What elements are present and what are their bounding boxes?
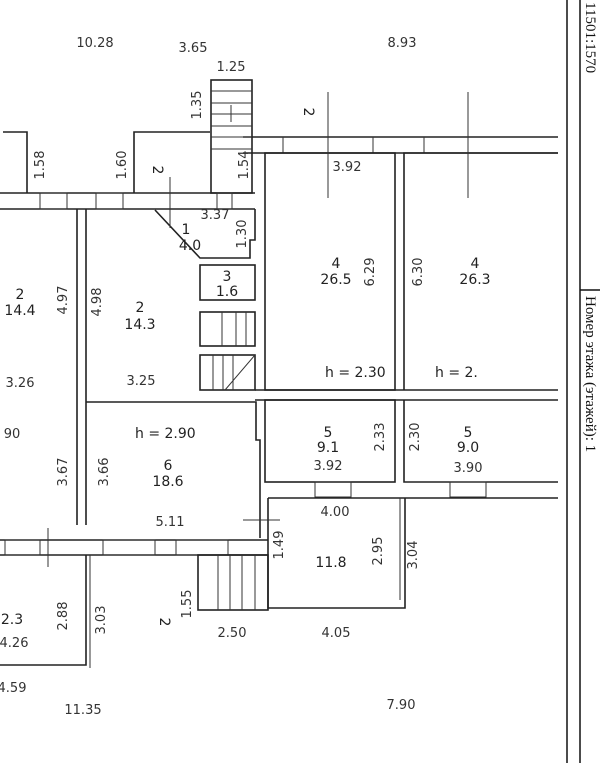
dimension: 4.97 [56,286,71,315]
dimension: 3.65 [179,41,208,56]
dimension: 3.66 [97,458,112,487]
dimension: 1.25 [217,60,246,75]
walls [0,79,558,668]
room-number: 3 [223,269,232,285]
title-strip: 11501:1570 Номер этажа (этажей): 1 [566,0,600,763]
dimension: 3.37 [201,208,230,223]
room-number: 6 [164,458,173,474]
dimension: 1.30 [235,220,250,249]
room-number: 5 [324,425,333,441]
room-area: 26.5 [320,272,351,288]
dimension: 8.93 [388,36,417,51]
dimension: 4.98 [90,288,105,317]
ceiling-height: h = 2.90 [135,426,196,442]
room-number: 4 [332,256,341,272]
dimension: 4.00 [321,505,350,520]
dimension: 3.92 [333,160,362,175]
zone-mark: 2 [300,108,316,117]
dimension: 10.28 [76,36,113,51]
zone-mark: 2 [149,166,165,175]
room-area: 11.8 [315,555,346,571]
room-number: 2 [136,300,145,316]
dimension: 5.11 [156,515,185,530]
dimension: 1.49 [272,531,287,560]
dimension: 7.90 [387,698,416,713]
dimension: 1.54 [237,151,252,180]
dimension: 4.05 [322,626,351,641]
dimension: 3.26 [6,376,35,391]
dimension: 1.58 [33,151,48,180]
dimension: 3.67 [56,458,71,487]
dimension: 1.35 [190,91,205,120]
dimension: 11.35 [64,703,101,718]
dimension: 2.33 [373,423,388,452]
room-area: 14.3 [124,317,155,333]
dimension: 6.29 [363,258,378,287]
dimension: 3.90 [454,461,483,476]
dimension: 4.59 [0,681,26,696]
zone-mark: 2 [156,618,172,627]
dimension: 3.03 [94,606,109,635]
dimension: 2.30 [408,423,423,452]
room-area: 14.4 [4,303,35,319]
room-number: 2 [16,287,25,303]
room-number: 1 [182,222,191,238]
room-number: 4 [471,256,480,272]
room-area: 9.1 [317,440,339,456]
room-area: 2.3 [1,612,23,628]
dimension: 2.88 [56,602,71,631]
dimension: 1.55 [180,590,195,619]
dimension: 6.30 [411,258,426,287]
dimension: 3.92 [314,459,343,474]
dimension: 90 [4,427,21,442]
room-number: 5 [464,425,473,441]
floor-number-label: Номер этажа (этажей): 1 [582,296,598,452]
dimension: 2.95 [371,537,386,566]
dimension: 4.26 [0,636,28,651]
room-area: 4.0 [179,238,201,254]
ceiling-height: h = 2.30 [325,365,386,381]
room-area: 26.3 [459,272,490,288]
dimension: 1.60 [115,151,130,180]
room-area: 1.6 [216,284,238,300]
dimension: 2.50 [218,626,247,641]
ceiling-height: h = 2. [435,365,478,381]
room-labels: 1 4.0 2 14.4 2 14.3 3 1.6 4 26.5 4 26.3 … [1,108,491,628]
room-area: 18.6 [152,474,183,490]
cadastral-number: 11501:1570 [582,2,598,73]
horizontal-dimensions: 10.28 3.65 8.93 1.25 3.92 3.37 3.26 3.25… [0,36,482,718]
room-area: 9.0 [457,440,479,456]
dimension: 3.25 [127,374,156,389]
dimension: 3.04 [406,541,421,570]
vertical-dimensions: 1.35 1.58 1.60 1.54 1.30 6.29 6.30 4.97 … [33,91,426,635]
